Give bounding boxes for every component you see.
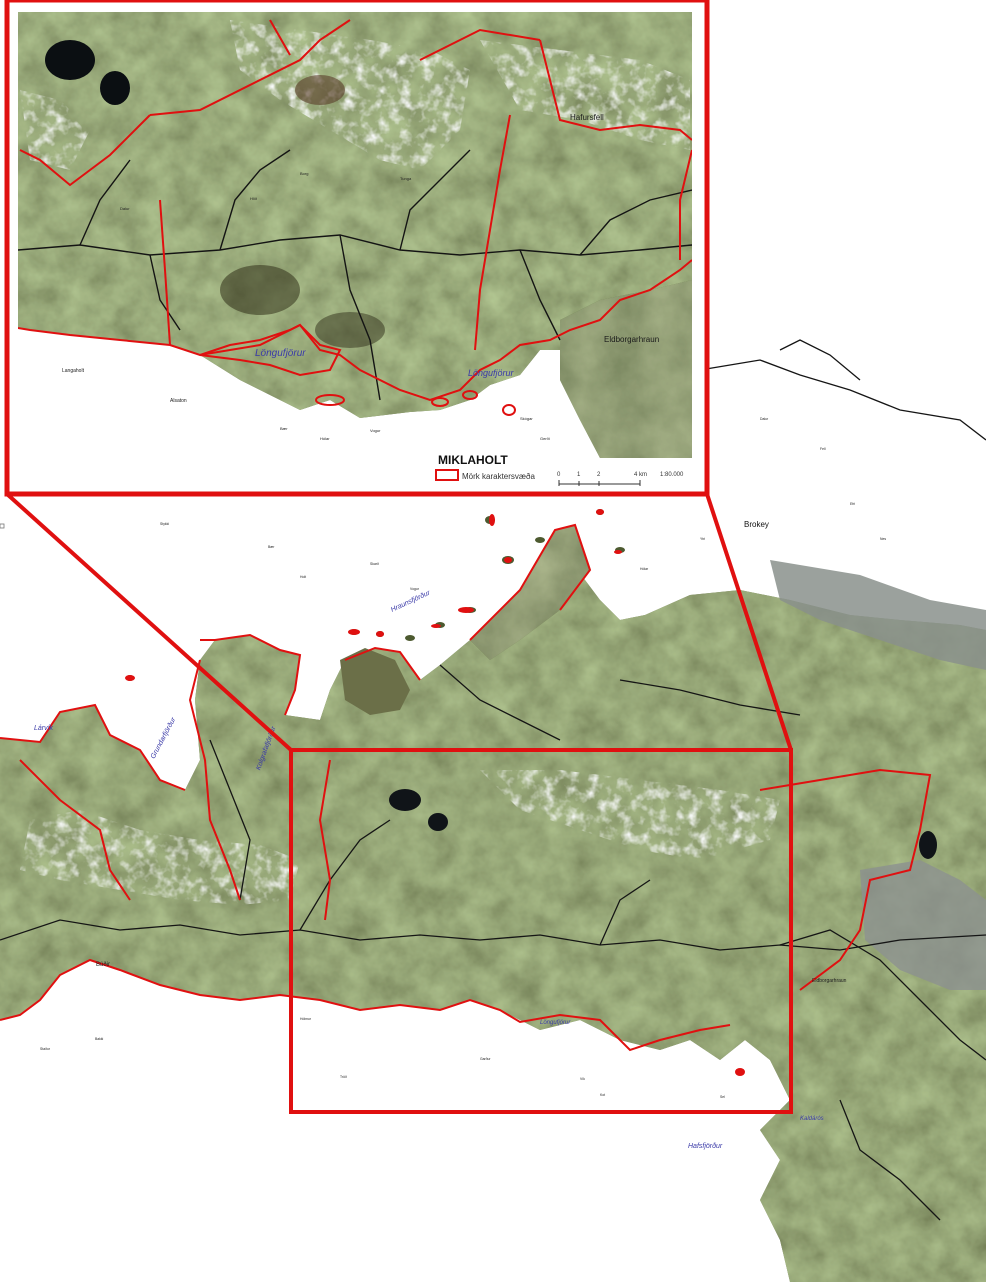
inset-label-village: Langaholt (62, 368, 85, 374)
svg-text:Kot: Kot (600, 1093, 605, 1097)
label-larvik: Lárvík (34, 725, 54, 732)
inset-hill-2 (315, 312, 385, 348)
main-red-islets (125, 509, 745, 1076)
inset-snow-central (230, 20, 470, 170)
inset-snow-east (480, 40, 690, 150)
svg-text:Hólmur: Hólmur (300, 1017, 312, 1021)
svg-text:Dalur: Dalur (120, 206, 130, 211)
svg-text:Efri: Efri (850, 502, 855, 506)
lake-east (919, 831, 937, 859)
svg-text:Tunga: Tunga (400, 176, 412, 181)
inset-snow-west (20, 90, 90, 170)
svg-text:Skarð: Skarð (370, 561, 379, 566)
lake-1 (389, 789, 421, 811)
scale-tick-2: 2 (597, 472, 601, 478)
label-hafsfjordur: Hafsfjörður (688, 1143, 723, 1150)
scale-tick-1: 1 (577, 472, 581, 478)
svg-text:Dalur: Dalur (760, 417, 769, 421)
svg-text:Tröð: Tröð (340, 1074, 347, 1079)
inset-lake-1 (45, 40, 95, 80)
snow-west (20, 810, 300, 905)
lake-2 (428, 813, 448, 831)
inset-hill-1 (220, 265, 300, 315)
island-west (340, 648, 410, 715)
svg-text:Stykki: Stykki (160, 522, 169, 526)
main-roads (0, 339, 986, 1221)
inset-coast-islets (199, 323, 516, 416)
edge-marker (0, 523, 5, 529)
label-longufjorur-main: Löngufjörur (540, 1020, 571, 1026)
svg-text:Skógar: Skógar (520, 416, 533, 421)
legend: MIKLAHOLT Mörk karaktersvæða (435, 453, 535, 481)
svg-text:Bakki: Bakki (95, 1037, 104, 1041)
inset-east-hill-texture (560, 280, 692, 458)
scale-tick-0: 0 (557, 472, 561, 478)
svg-text:Vogur: Vogur (410, 587, 420, 591)
scale-tick-4km: 4 km (634, 472, 647, 478)
svg-text:Fell: Fell (820, 447, 826, 451)
svg-text:Gerði: Gerði (540, 436, 550, 441)
main-land (0, 509, 986, 1282)
svg-text:Bær: Bær (268, 545, 275, 549)
svg-text:Garður: Garður (480, 1056, 491, 1061)
scale-ratio: 1:80.000 (660, 472, 684, 478)
svg-text:Holt: Holt (300, 575, 306, 579)
inset-hill-3 (295, 75, 345, 105)
svg-text:Hólar: Hólar (640, 567, 649, 571)
label-budir: Búðir (96, 961, 110, 968)
inset-map: Löngufjörur Löngufjörur Hafursfell Eldbo… (18, 12, 692, 458)
lava-field-east (860, 860, 986, 990)
legend-boundary-label: Mörk karaktersvæða (462, 472, 535, 481)
inset-label-eldborgarhraun: Eldborgarhraun (604, 335, 659, 344)
svg-text:Hlíð: Hlíð (250, 196, 258, 201)
svg-text:Vík: Vík (580, 1077, 585, 1081)
main-boundaries (0, 523, 932, 1052)
svg-text:Borg: Borg (300, 171, 308, 176)
peninsula-prong-texture (470, 525, 590, 660)
inset-frame (4, 0, 710, 497)
inset-label-fjord-east: Löngufjörur (468, 368, 515, 378)
peninsula-texture (0, 560, 986, 1282)
svg-text:Bær: Bær (280, 426, 288, 431)
inset-panel: Löngufjörur Löngufjörur Hafursfell Eldbo… (4, 0, 710, 497)
svg-text:Sel: Sel (720, 1095, 725, 1099)
label-hraunsfjordur: Hraunsfjörður (390, 589, 432, 614)
snow-central (480, 770, 780, 860)
lava-field-ne (770, 560, 986, 670)
extent-box (289, 748, 793, 1114)
inset-label-place-s: Alsaton (170, 398, 187, 404)
svg-text:Staður: Staður (40, 1046, 51, 1051)
inset-label-mountain: Hafursfell (570, 113, 604, 122)
inset-small-labels: Bær Hólar Vogur Skógar Gerði Hlíð Dalur … (120, 171, 550, 441)
scale-bar: 0 1 2 4 km 1:80.000 (557, 472, 684, 486)
svg-text:Hólar: Hólar (320, 436, 330, 441)
legend-swatch (435, 469, 459, 481)
inset-boundaries (18, 19, 692, 402)
svg-text:Vogur: Vogur (370, 428, 381, 433)
main-place-labels: Stykki Bær Holt Skarð Vogur Hólar Ytri D… (40, 417, 886, 1099)
inset-lake-2 (100, 71, 130, 105)
label-kaldaros: Kaldárós (800, 1116, 824, 1122)
legend-title: MIKLAHOLT (438, 453, 508, 467)
inset-roads (18, 149, 692, 401)
label-brokey: Brokey (744, 520, 769, 529)
inset-land-texture (18, 12, 692, 418)
inset-label-fjord-west: Löngufjörur (255, 348, 306, 359)
label-grundarfjordur: Grundarfjörður (150, 716, 178, 760)
label-eldborgarhraun-main: Eldborgarhraun (812, 978, 847, 984)
svg-text:Nes: Nes (880, 537, 886, 541)
inset-connectors (5, 492, 793, 752)
svg-text:Ytri: Ytri (700, 537, 705, 541)
